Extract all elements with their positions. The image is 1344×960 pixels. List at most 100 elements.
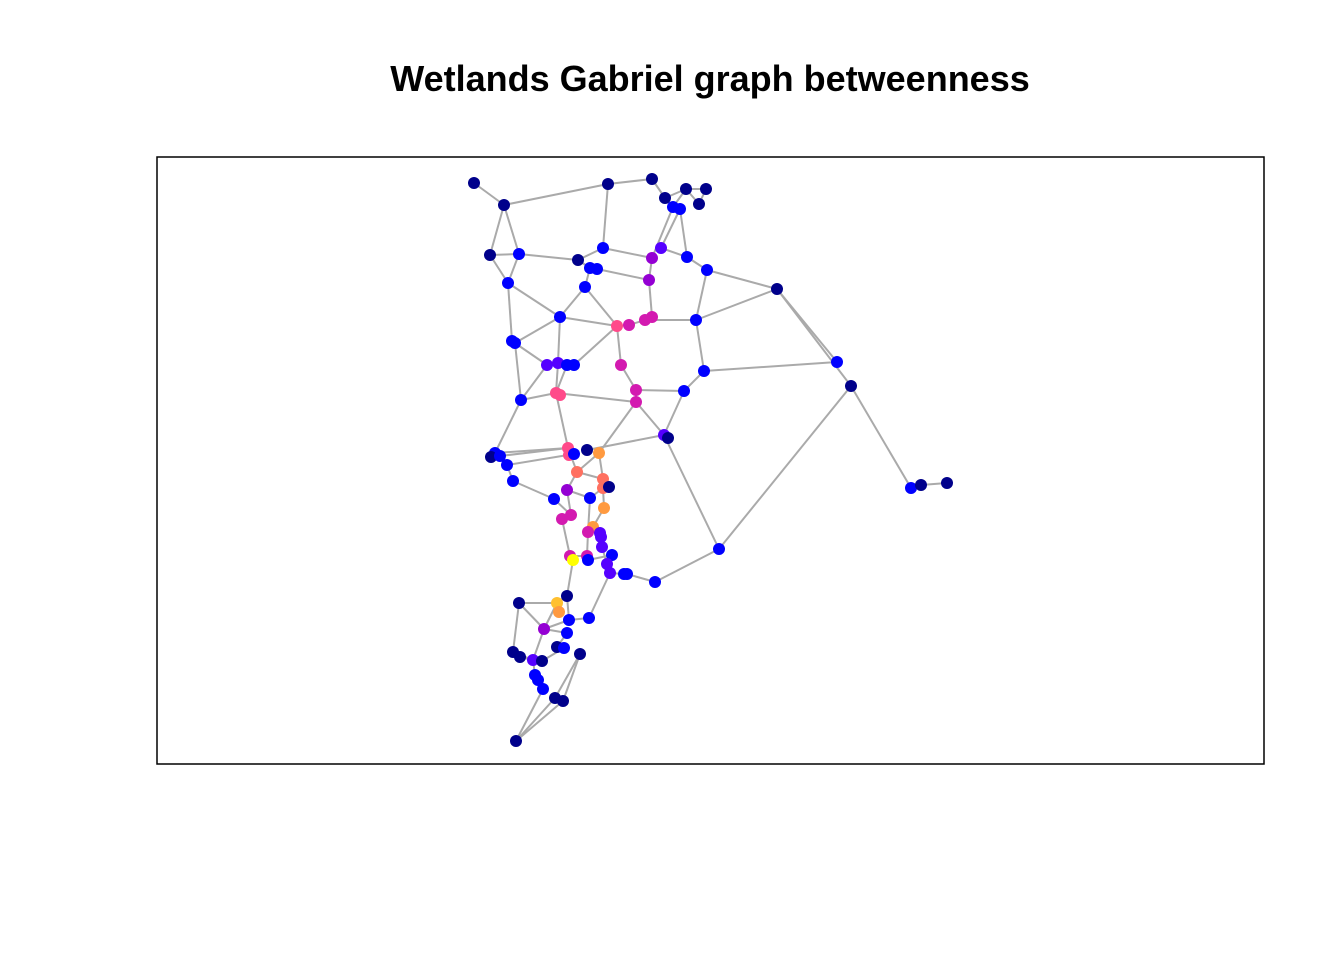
graph-node (659, 192, 671, 204)
graph-edge (515, 697, 556, 742)
graph-node (567, 554, 579, 566)
graph-node (556, 513, 568, 525)
graph-node (571, 466, 583, 478)
graph-edge (602, 183, 609, 249)
graph-node (646, 311, 658, 323)
graph-edge (515, 700, 564, 742)
graph-node (563, 614, 575, 626)
graph-edge (695, 319, 705, 372)
graph-node (701, 264, 713, 276)
graph-node (538, 623, 550, 635)
graph-node (574, 648, 586, 660)
graph-edge (562, 653, 581, 702)
graph-node (662, 432, 674, 444)
graph-node (597, 242, 609, 254)
graph-edge (648, 279, 653, 318)
graph-edge (518, 602, 545, 630)
graph-node (643, 274, 655, 286)
graph-edge (557, 316, 561, 364)
graph-edge (555, 392, 637, 403)
graph-node (771, 283, 783, 295)
graph-node (509, 337, 521, 349)
graph-edge (703, 361, 838, 372)
graph-node (915, 479, 927, 491)
nodes-layer (468, 173, 953, 747)
graph-edge (514, 342, 522, 401)
graph-node (561, 484, 573, 496)
graph-edge (512, 480, 555, 500)
graph-node (598, 502, 610, 514)
graph-node (611, 320, 623, 332)
graph-node (604, 567, 616, 579)
graph-edge (566, 559, 574, 597)
graph-edge (512, 602, 520, 653)
graph-edge (507, 282, 561, 318)
graph-node (568, 448, 580, 460)
plot-frame (156, 156, 1265, 765)
graph-node (548, 493, 560, 505)
graph-node (554, 311, 566, 323)
graph-edge (559, 316, 618, 327)
graph-node (595, 531, 607, 543)
graph-node (485, 451, 497, 463)
graph-edge (473, 182, 505, 206)
graph-node (536, 655, 548, 667)
graph-edge (561, 518, 571, 557)
graph-node (698, 365, 710, 377)
graph-edge (506, 453, 575, 466)
graph-edge (654, 548, 720, 583)
graph-node (537, 683, 549, 695)
graph-node (690, 314, 702, 326)
graph-edge (554, 653, 581, 699)
graph-node (551, 597, 563, 609)
graph-edge (776, 288, 838, 363)
graph-node (602, 178, 614, 190)
graph-edge (573, 325, 618, 366)
graph-node (582, 526, 594, 538)
graph-node (510, 735, 522, 747)
graph-node (557, 695, 569, 707)
graph-node (561, 590, 573, 602)
graph-edge (588, 572, 611, 619)
graph-node (649, 576, 661, 588)
graph-node (501, 459, 513, 471)
chart-title: Wetlands Gabriel graph betweenness (390, 58, 1030, 99)
graph-node (831, 356, 843, 368)
graph-edge (602, 247, 653, 259)
graph-node (514, 651, 526, 663)
graph-edge (695, 288, 778, 321)
graph-node (646, 173, 658, 185)
graph-edge (616, 325, 622, 366)
graph-node (552, 357, 564, 369)
graph-node (845, 380, 857, 392)
graph-node (541, 359, 553, 371)
graph-node (581, 444, 593, 456)
graph-node (655, 242, 667, 254)
graph-node (630, 396, 642, 408)
graph-node (561, 627, 573, 639)
graph-node (515, 394, 527, 406)
graph-node (606, 549, 618, 561)
graph-node (674, 203, 686, 215)
graph-edge (555, 392, 569, 449)
graph-edge (635, 401, 665, 436)
graph-edge (706, 269, 778, 290)
graph-edge (584, 286, 618, 327)
graph-edge (494, 399, 522, 454)
graph-node (905, 482, 917, 494)
graph-node (532, 674, 544, 686)
graph-edge (499, 447, 569, 457)
graph-node (623, 319, 635, 331)
graph-node (579, 281, 591, 293)
graph-edge (607, 178, 653, 185)
graph-edge (598, 401, 637, 454)
graph-node (591, 263, 603, 275)
graph-node (527, 654, 539, 666)
graph-node (572, 254, 584, 266)
graph-node (681, 251, 693, 263)
graph-edge (679, 208, 688, 258)
graph-node (593, 447, 605, 459)
graph-node (941, 477, 953, 489)
graph-edge (518, 253, 579, 261)
